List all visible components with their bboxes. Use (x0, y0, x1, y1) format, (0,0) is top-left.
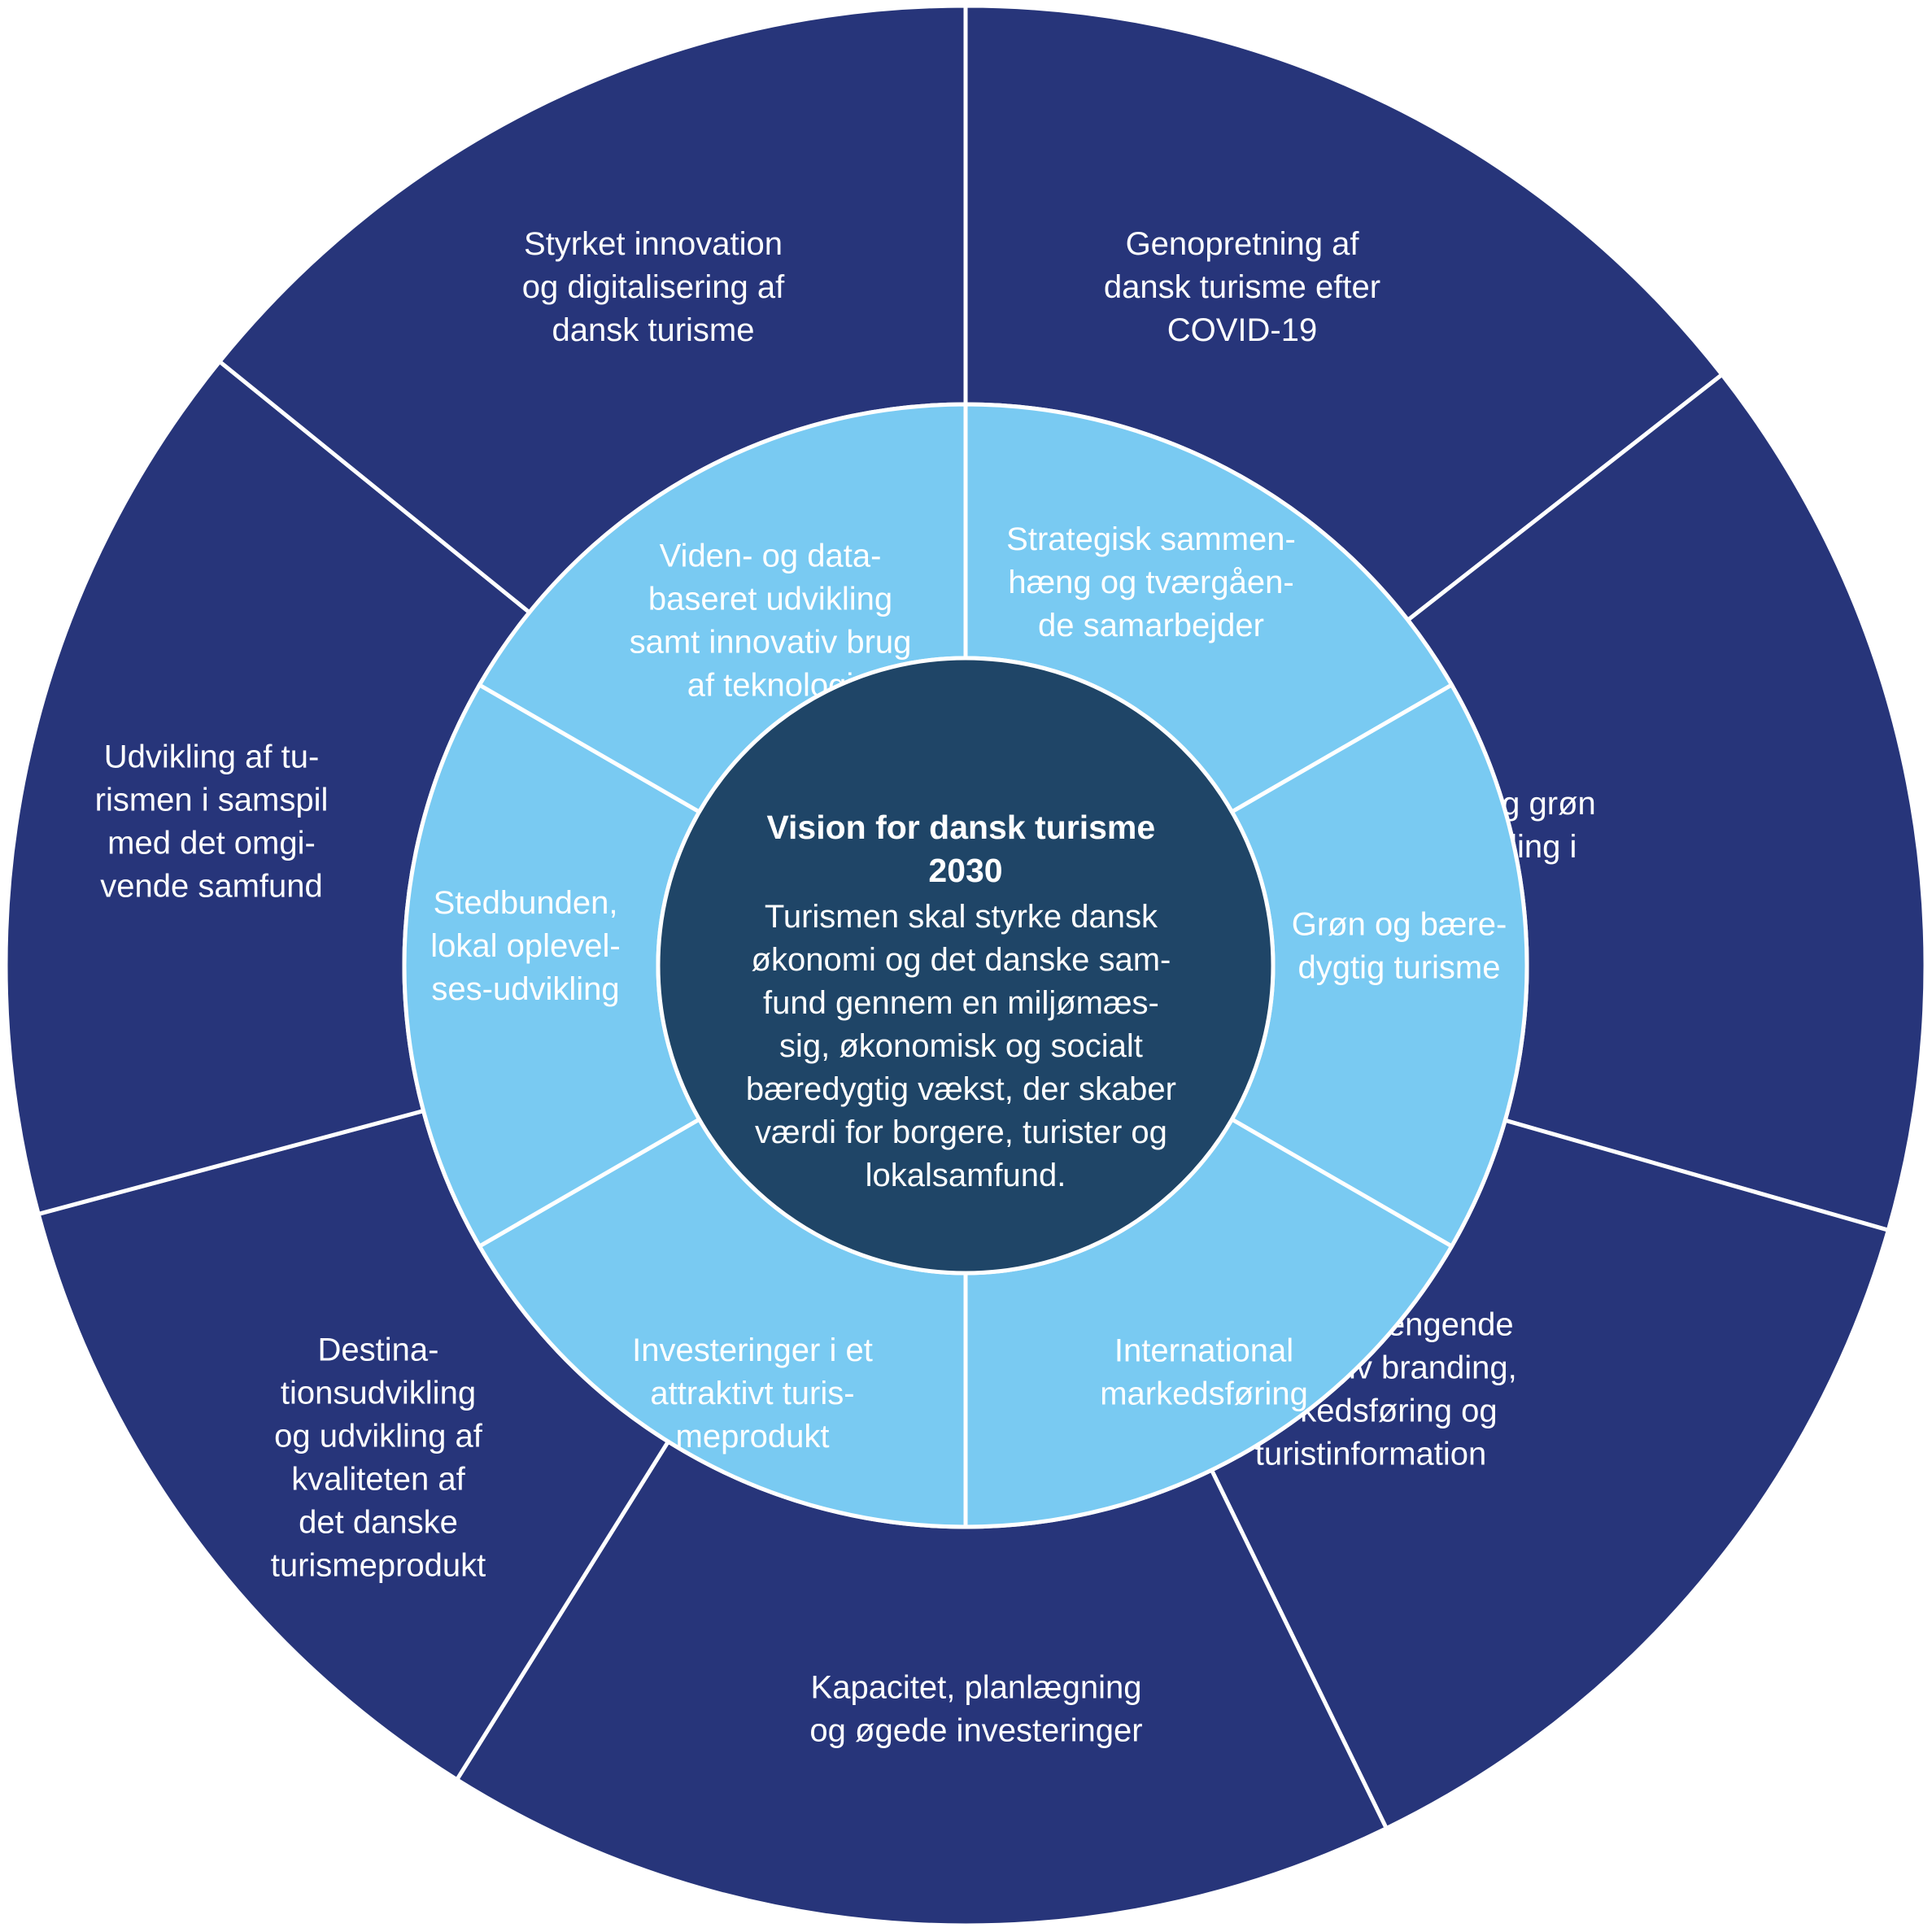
middle-label-stedbunden: Stedbunden,lokal oplevel-ses-udvikling (430, 885, 620, 1007)
middle-ring: Strategisk sammen-hæng og tværgåen-de sa… (402, 402, 1529, 1529)
center-vision: Vision for dansk turisme 2030 Turismen s… (656, 656, 1276, 1276)
center-title: Vision for dansk turisme 2030 (766, 809, 1164, 889)
center-circle (656, 656, 1276, 1276)
middle-label-groen: Grøn og bære-dygtig turisme (1292, 907, 1507, 986)
center-description: Turismen skal styrke dansk økonomi og de… (746, 899, 1185, 1193)
middle-label-strategisk: Strategisk sammen-hæng og tværgåen-de sa… (1006, 521, 1296, 643)
